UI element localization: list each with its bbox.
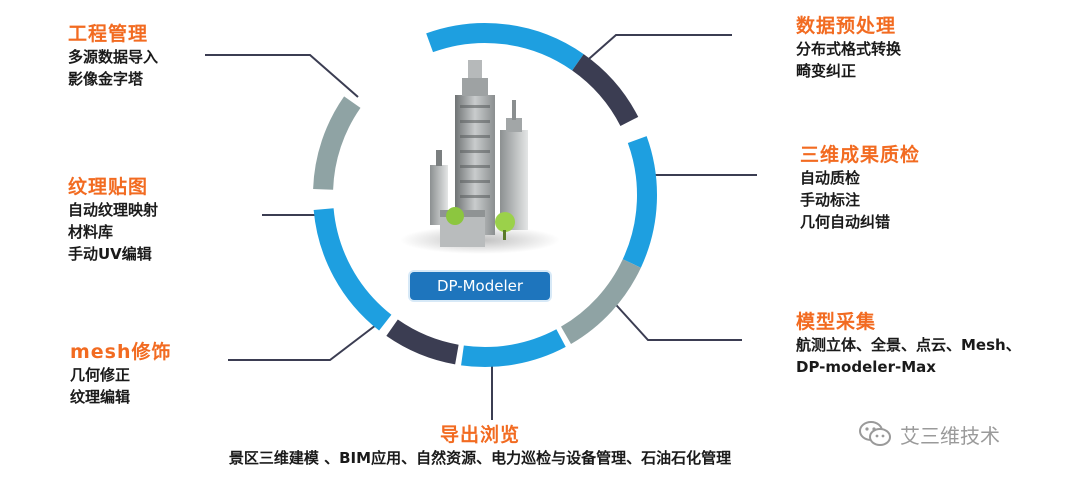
block-item: 材料库	[68, 223, 114, 241]
ring-segment-top	[426, 23, 584, 71]
connector-mesh	[228, 324, 377, 361]
block-title: 数据预处理	[796, 15, 897, 37]
product-label: DP-Modeler	[410, 272, 550, 300]
block-item: 自动质检	[800, 169, 861, 187]
block-item: 手动UV编辑	[68, 245, 152, 263]
block-texture-mapping: 纹理贴图 自动纹理映射 材料库 手动UV编辑	[68, 175, 158, 265]
block-item: 景区三维建模 、BIM应用、自然资源、电力巡检与设备管理、石油石化管理	[228, 449, 732, 467]
block-title: 纹理贴图	[68, 176, 149, 198]
ring-segment-lower-right	[560, 259, 641, 344]
ring-segment-upper-left	[313, 96, 361, 190]
block-item: 几何修正	[70, 366, 131, 384]
block-title: 模型采集	[796, 311, 877, 333]
watermark: 艾三维技术	[858, 418, 1000, 450]
connector-preprocess	[581, 34, 732, 66]
ring-segment-top-right	[571, 54, 639, 127]
block-item: 航测立体、全景、点云、Mesh、	[796, 336, 1021, 354]
block-quality-check: 三维成果质检 自动质检 手动标注 几何自动纠错	[800, 143, 920, 233]
watermark-text: 艾三维技术	[900, 423, 1000, 448]
block-title: 三维成果质检	[800, 144, 921, 166]
block-item: 分布式格式转换	[796, 40, 902, 58]
block-item: 影像金字塔	[68, 70, 144, 88]
block-item: 纹理编辑	[70, 388, 131, 406]
ring-segments	[313, 23, 657, 367]
block-item: 畸变纠正	[796, 62, 857, 80]
block-project-management: 工程管理 多源数据导入 影像金字塔	[68, 22, 158, 90]
ring-segment-bottom-left	[386, 319, 459, 365]
block-data-preprocessing: 数据预处理 分布式格式转换 畸变纠正	[796, 14, 901, 82]
block-title: 导出浏览	[439, 424, 520, 446]
city-building-illustration	[400, 60, 560, 254]
block-item: 手动标注	[800, 191, 861, 209]
block-item: DP-modeler-Max	[796, 358, 936, 376]
ring-segment-bottom	[461, 329, 566, 367]
block-title: mesh修饰	[70, 341, 172, 363]
block-export-browse: 导出浏览 景区三维建模 、BIM应用、自然资源、电力巡检与设备管理、石油石化管理	[150, 423, 810, 469]
wechat-icon	[859, 421, 891, 446]
block-model-collection: 模型采集 航测立体、全景、点云、Mesh、 DP-modeler-Max	[796, 310, 1021, 378]
block-item: 自动纹理映射	[68, 201, 159, 219]
connector-project	[205, 54, 359, 98]
connector-collect	[607, 295, 742, 341]
ring-segment-left	[313, 208, 392, 331]
block-mesh-editing: mesh修饰 几何修正 纹理编辑	[70, 340, 172, 408]
block-title: 工程管理	[68, 23, 149, 45]
ring-segment-right	[622, 136, 657, 268]
block-item: 多源数据导入	[68, 48, 159, 66]
block-item: 几何自动纠错	[800, 213, 891, 231]
